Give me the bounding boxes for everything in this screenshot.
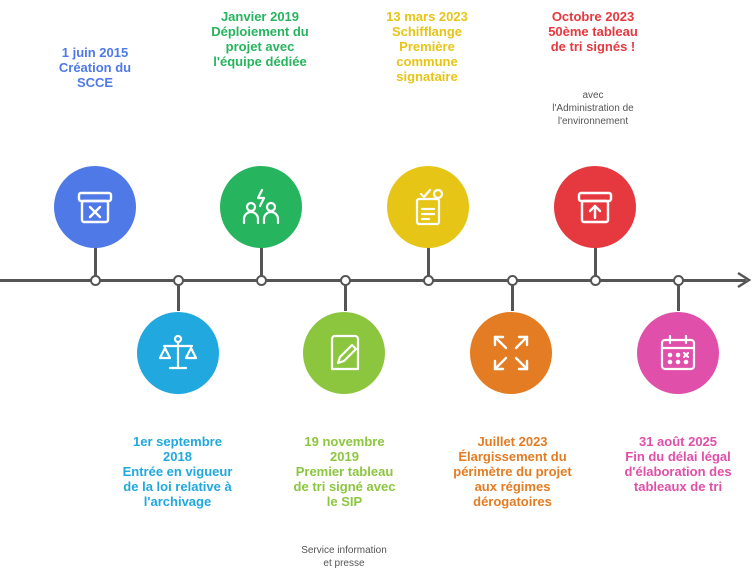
event-label-2019a: Janvier 2019 Déploiement du projet avec … (211, 9, 309, 69)
stem-2023c (594, 243, 597, 280)
timeline-dot (423, 275, 434, 286)
timeline-axis (0, 279, 746, 282)
event-circle-2015 (54, 166, 136, 248)
event-circle-2023c (554, 166, 636, 248)
timeline-dot (673, 275, 684, 286)
stem-2023a (427, 243, 430, 280)
event-label-2018: 1er septembre 2018 Entrée en vigueur de … (122, 434, 233, 509)
event-label-2015: 1 juin 2015 Création du SCCE (58, 45, 132, 90)
calendar-icon (660, 334, 696, 371)
event-circle-2019b (303, 312, 385, 394)
timeline-dot (90, 275, 101, 286)
event-label-2025: 31 août 2025 Fin du délai légal d'élabor… (624, 434, 732, 494)
event-circle-2019a (220, 166, 302, 248)
stem-2018 (177, 281, 180, 311)
document-pen-icon (330, 334, 360, 371)
event-circle-2018 (137, 312, 219, 394)
signed-document-icon (415, 188, 444, 226)
event-label-2023a: 13 mars 2023 Schifflange Première commun… (386, 9, 468, 84)
event-note-2023c: avec l'Administration de l'environnement (552, 90, 634, 127)
event-circle-2025 (637, 312, 719, 394)
stem-2019a (260, 243, 263, 280)
timeline-dot (507, 275, 518, 286)
box-upload-icon (577, 191, 613, 224)
box-x-icon (77, 191, 113, 224)
stem-2023b (511, 281, 514, 311)
stem-2025 (677, 281, 680, 311)
timeline-dot (590, 275, 601, 286)
team-icon (242, 188, 280, 225)
event-label-2023c: Octobre 2023 50ème tableau de tri signés… (548, 9, 638, 54)
timeline-dot (173, 275, 184, 286)
event-label-2023b: Juillet 2023 Élargissement du périmètre … (453, 434, 572, 509)
event-label-2019b: 19 novembre 2019 Premier tableau de tri … (293, 434, 396, 509)
timeline-dot (256, 275, 267, 286)
arrow-right-icon (737, 271, 752, 289)
expand-arrows-icon (493, 335, 529, 371)
scales-icon (158, 334, 198, 370)
stem-2015 (94, 243, 97, 280)
stem-2019b (344, 281, 347, 311)
event-note-2019b: Service information et presse (301, 545, 387, 569)
event-circle-2023a (387, 166, 469, 248)
event-circle-2023b (470, 312, 552, 394)
timeline-dot (340, 275, 351, 286)
